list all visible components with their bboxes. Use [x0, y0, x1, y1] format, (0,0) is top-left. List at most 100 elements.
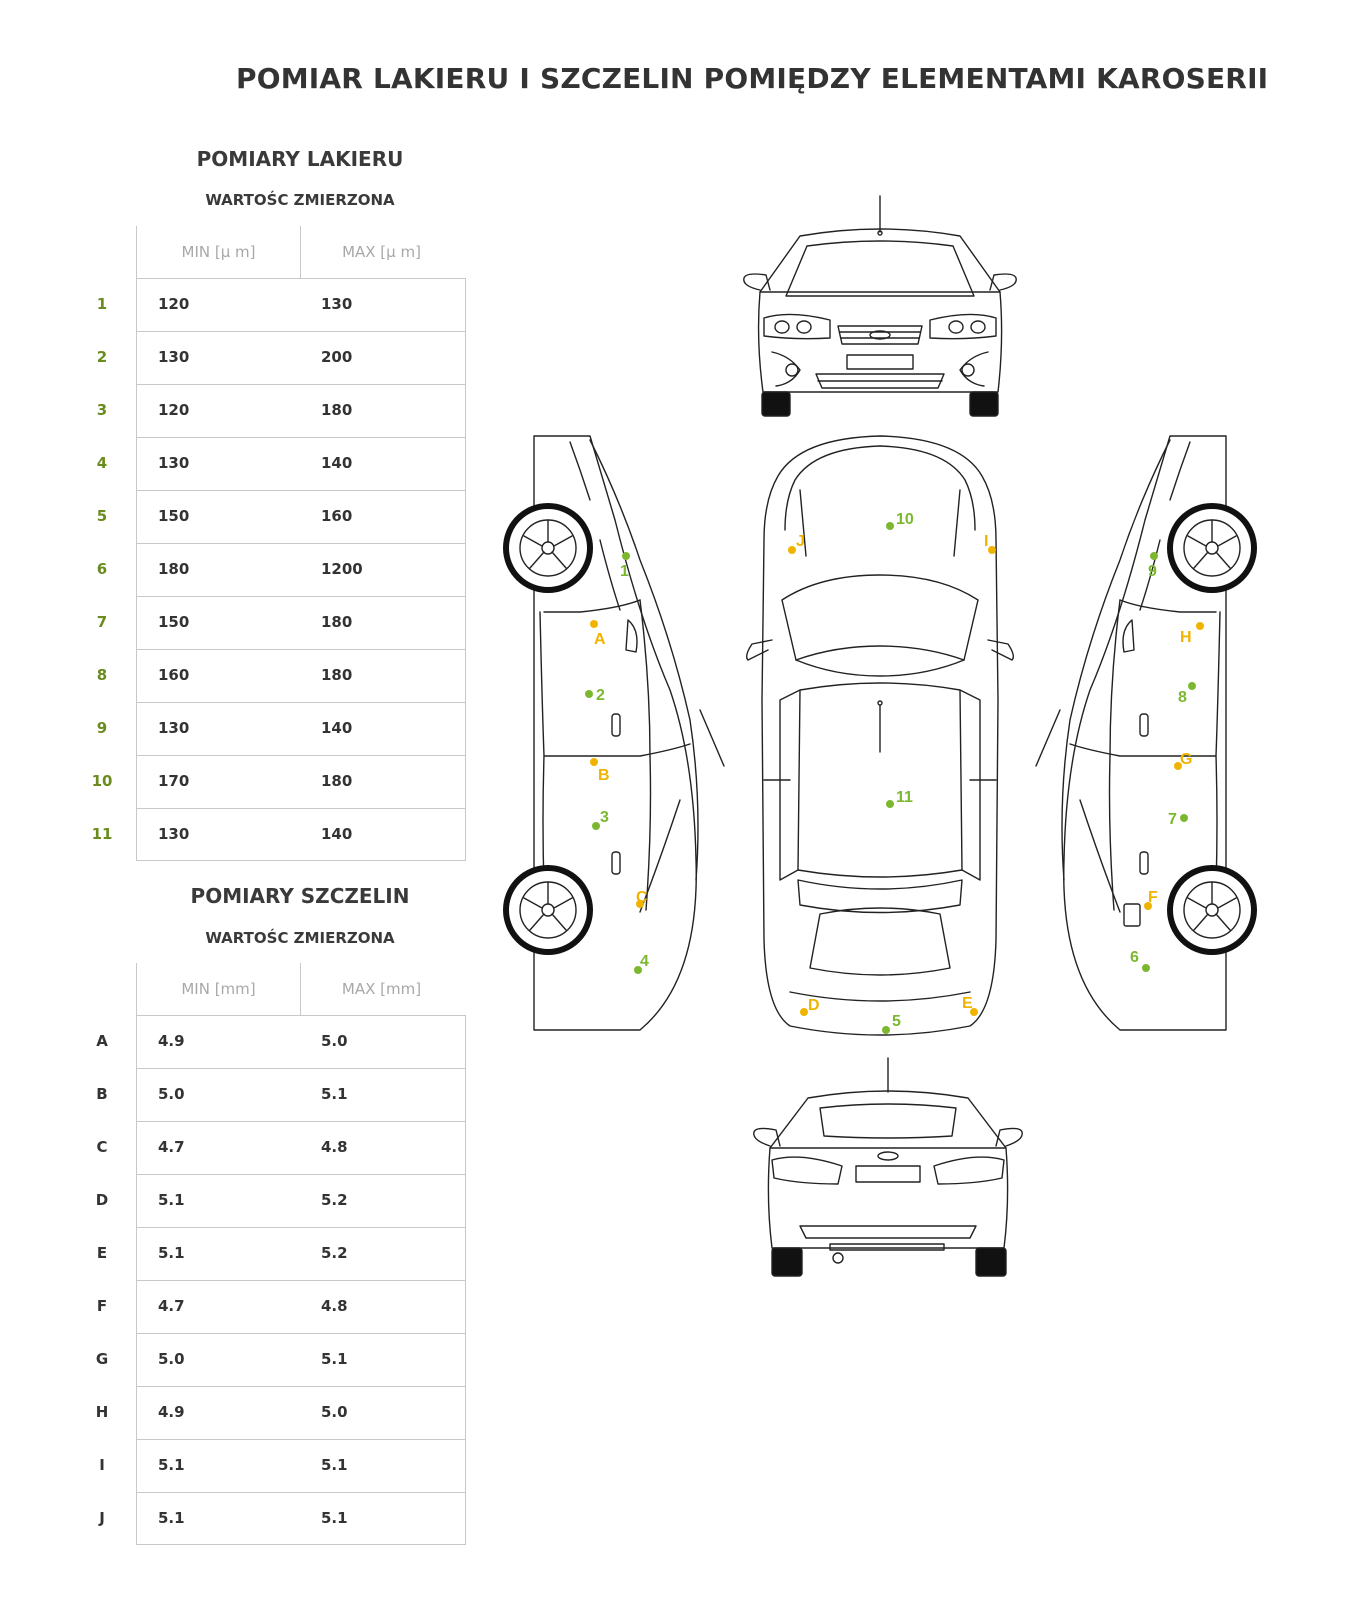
paint-min-value: 180 [158, 560, 190, 578]
table-row: B 5.0 5.1 [0, 1068, 470, 1121]
paint-max-value: 140 [321, 454, 353, 472]
paint-min-value: 130 [158, 454, 190, 472]
gap-row-label: I [99, 1456, 105, 1474]
paint-min-value: 170 [158, 772, 190, 790]
gap-min-value: 5.1 [158, 1456, 185, 1474]
table-row: J 5.1 5.1 [0, 1492, 470, 1545]
paint-section-subtitle: WARTOŚC ZMIERZONA [205, 191, 395, 209]
table-row: F 4.7 4.8 [0, 1280, 470, 1333]
gaps-col-max: MAX [mm] [341, 980, 422, 998]
paint-marker-10 [886, 522, 894, 530]
gap-marker-D-label: D [808, 997, 820, 1014]
gap-max-value: 4.8 [321, 1138, 348, 1156]
gap-max-value: 5.2 [321, 1191, 348, 1209]
paint-marker-8 [1188, 682, 1196, 690]
gap-max-value: 5.1 [321, 1509, 348, 1527]
gap-row-box [136, 1121, 466, 1174]
gap-marker-D [800, 1008, 808, 1016]
gap-marker-H [1196, 622, 1204, 630]
paint-col-max: MAX [μ m] [342, 243, 421, 261]
paint-marker-2 [585, 690, 593, 698]
gap-row-label: B [96, 1085, 108, 1103]
paint-marker-9 [1150, 552, 1158, 560]
paint-row-box [136, 278, 466, 331]
gap-max-value: 4.8 [321, 1297, 348, 1315]
paint-max-value: 130 [321, 295, 353, 313]
gap-min-value: 4.9 [158, 1403, 185, 1421]
paint-table-bottom-border [136, 860, 466, 861]
gap-min-value: 5.1 [158, 1509, 185, 1527]
gap-marker-C-label: C [636, 889, 648, 906]
paint-row-box [136, 437, 466, 490]
gap-marker-I-label: I [984, 533, 988, 550]
gap-marker-I [988, 546, 996, 554]
gap-row-label: J [99, 1509, 105, 1527]
gap-max-value: 5.0 [321, 1403, 348, 1421]
gap-marker-J [788, 546, 796, 554]
paint-col-min: MIN [μ m] [137, 226, 301, 278]
gap-marker-G [1174, 762, 1182, 770]
paint-row-label: 7 [96, 613, 108, 631]
paint-max-value: 1200 [321, 560, 363, 578]
paint-marker-7 [1180, 814, 1188, 822]
paint-row-label: 1 [96, 295, 108, 313]
paint-row-box [136, 702, 466, 755]
gap-row-label: D [95, 1191, 109, 1209]
paint-row-label: 9 [96, 719, 108, 737]
gap-row-box [136, 1439, 466, 1492]
car-front-view [743, 195, 1017, 417]
paint-row-box [136, 755, 466, 808]
gap-row-box [136, 1333, 466, 1386]
paint-row-box [136, 331, 466, 384]
gaps-section-subtitle: WARTOŚC ZMIERZONA [205, 929, 395, 947]
gaps-col-min: MIN [mm] [137, 963, 301, 1015]
gap-row-label: G [95, 1350, 109, 1368]
gap-marker-A-label: A [594, 631, 606, 648]
paint-max-value: 180 [321, 666, 353, 684]
gap-row-box [136, 1386, 466, 1439]
paint-min-value: 150 [158, 507, 190, 525]
gap-markers: A B C D E F G H I J [590, 533, 1204, 1016]
gap-marker-J-label: J [796, 533, 805, 550]
paint-min-value: 160 [158, 666, 190, 684]
paint-marker-10-label: 10 [896, 511, 914, 528]
gap-min-value: 5.0 [158, 1085, 185, 1103]
paint-min-value: 130 [158, 348, 190, 366]
paint-marker-5-label: 5 [892, 1013, 901, 1030]
paint-max-value: 180 [321, 772, 353, 790]
gap-min-value: 4.9 [158, 1032, 185, 1050]
gap-row-box [136, 1015, 466, 1068]
car-rear-view [753, 1057, 1023, 1277]
paint-max-value: 200 [321, 348, 353, 366]
gaps-section-title: POMIARY SZCZELIN [190, 884, 410, 908]
gap-marker-H-label: H [1180, 629, 1192, 646]
paint-row-box [136, 384, 466, 437]
gap-min-value: 4.7 [158, 1297, 185, 1315]
car-left-side-view [503, 435, 725, 1031]
paint-row-label: 11 [91, 825, 113, 843]
gap-marker-F-label: F [1148, 889, 1158, 906]
gap-max-value: 5.1 [321, 1085, 348, 1103]
gap-max-value: 5.2 [321, 1244, 348, 1262]
paint-min-value: 150 [158, 613, 190, 631]
gap-marker-B [590, 758, 598, 766]
paint-marker-11-label: 11 [896, 789, 913, 806]
paint-min-value: 120 [158, 401, 190, 419]
gap-marker-E [970, 1008, 978, 1016]
paint-marker-3 [592, 822, 600, 830]
paint-marker-3-label: 3 [600, 809, 609, 826]
gap-row-label: F [96, 1297, 108, 1315]
paint-markers: 1 2 3 4 5 6 7 8 9 10 11 [585, 511, 1196, 1034]
paint-row-label: 5 [96, 507, 108, 525]
